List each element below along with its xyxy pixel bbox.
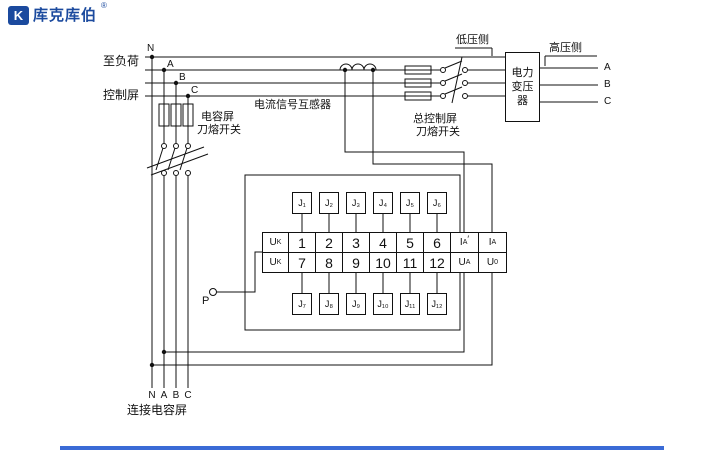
voltage-sampling-wires [152, 272, 493, 366]
terminal-6: 6 [424, 233, 451, 253]
main-knife-switch-icon [440, 56, 468, 104]
label-capacitor-fuse-switch-line1: 电容屏 [201, 111, 234, 123]
label-phase-a-bottom: A [160, 390, 168, 401]
label-high-voltage-side: 高压侧 [549, 42, 582, 54]
label-phase-a-top: A [167, 59, 174, 70]
relay-j12: J₁₂ [427, 293, 447, 315]
p-contact-icon [209, 251, 262, 296]
label-low-voltage-side: 低压侧 [456, 34, 489, 46]
relay-j11: J₁₁ [400, 293, 420, 315]
label-phase-b-bottom: B [172, 390, 180, 401]
feeder-knife-switch-icon [146, 143, 209, 176]
relay-j9: J₉ [346, 293, 366, 315]
terminal-7: 7 [289, 253, 316, 273]
label-phase-b-top: B [179, 72, 186, 83]
current-transformer-coil-icon [339, 63, 377, 71]
terminal-10: 10 [370, 253, 397, 273]
relay-j8: J₈ [319, 293, 339, 315]
brand-name: 库克库伯 [33, 7, 98, 24]
label-connect-capacitor-panel: 连接电容屏 [127, 403, 188, 417]
terminal-3: 3 [343, 233, 370, 253]
feeder-vertical-lines [151, 57, 189, 388]
relay-j4: J₄ [373, 192, 393, 214]
junction-dots [149, 54, 376, 368]
hv-output-lines [540, 67, 598, 103]
label-hv-phase-b: B [604, 79, 611, 90]
label-main-fuse-switch-line1: 总控制屏 [413, 113, 457, 125]
relay-connector-wires [301, 214, 438, 293]
label-to-load-panel-line2: 控制屏 [103, 88, 140, 102]
top-bus-lines [145, 56, 505, 97]
relay-j6: J₆ [427, 192, 447, 214]
ct-secondary-wires [344, 70, 493, 232]
feeder-fuse-icons [158, 103, 194, 127]
terminal-4: 4 [370, 233, 397, 253]
label-hv-phase-a: A [604, 62, 611, 73]
label-main-fuse-switch-line2: 刀熔开关 [416, 126, 460, 138]
terminal-8: 8 [316, 253, 343, 273]
terminal-2: 2 [316, 233, 343, 253]
terminal-12: 12 [424, 253, 451, 273]
label-hv-phase-c: C [604, 96, 612, 107]
label-phase-n-bottom: N [148, 390, 156, 401]
label-capacitor-fuse-switch-line2: 刀熔开关 [197, 124, 241, 136]
relay-j2: J₂ [319, 192, 339, 214]
terminal-9: 9 [343, 253, 370, 273]
power-transformer-box: 电力变压器 [505, 52, 540, 122]
brand-logo-icon: K [8, 6, 29, 25]
relay-j10: J₁₀ [373, 293, 393, 315]
label-p-contact: P [202, 295, 210, 307]
terminal-5: 5 [397, 233, 424, 253]
label-to-load-panel-line1: 至负荷 [103, 54, 140, 68]
terminal-11: 11 [397, 253, 424, 273]
label-current-signal-transformer: 电流信号互感器 [254, 99, 331, 111]
relay-j1: J₁ [292, 192, 312, 214]
label-phase-c-top: C [191, 85, 199, 96]
brand-logo: K 库克库伯 ® [8, 1, 107, 25]
relay-j7: J₇ [292, 293, 312, 315]
label-phase-c-bottom: C [184, 390, 192, 401]
terminal-1: 1 [289, 233, 316, 253]
line-fuse-icons [404, 65, 432, 101]
relay-j3: J₃ [346, 192, 366, 214]
footer-accent-bar [60, 446, 664, 450]
registered-mark: ® [101, 1, 107, 10]
relay-j5: J₅ [400, 192, 420, 214]
side-label-leader-lines [455, 47, 597, 66]
label-phase-n-top: N [147, 43, 155, 54]
